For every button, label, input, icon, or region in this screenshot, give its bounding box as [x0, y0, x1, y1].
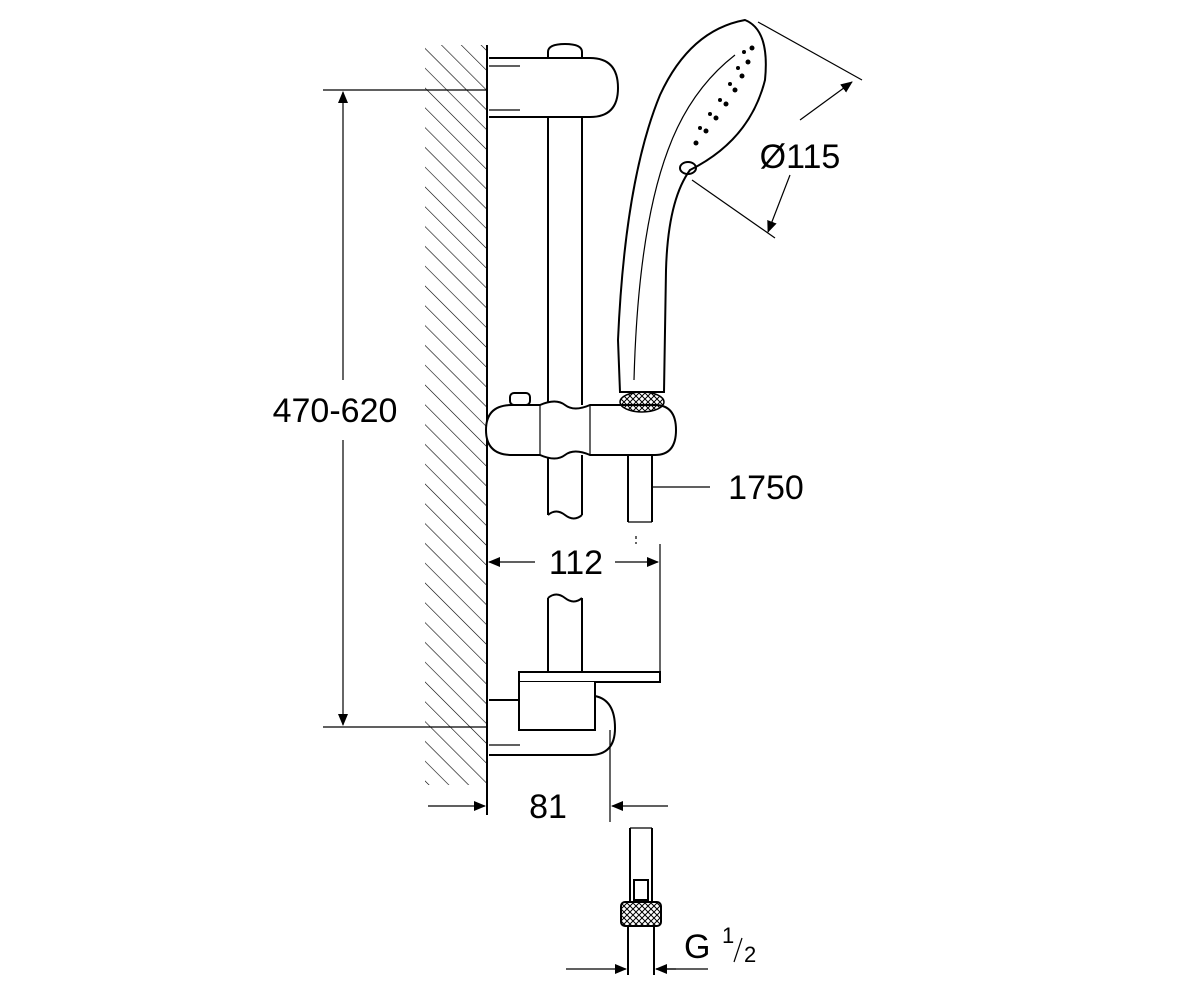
bar-spacing-label: 112 — [549, 544, 603, 582]
thread-denominator-label: 2 — [744, 942, 756, 967]
thread-numerator-label: 1 — [722, 923, 734, 948]
diameter-dimension: Ø115 — [691, 21, 863, 239]
thread-dimension: G 1 2 — [566, 923, 756, 974]
wall — [425, 45, 488, 815]
spacing-dimension: 112 — [488, 536, 661, 672]
hose-length-label: 1750 — [728, 469, 804, 507]
hose-lower — [620, 827, 662, 975]
thread-main-label: G — [684, 928, 710, 966]
spray-nozzles — [693, 45, 755, 146]
diameter-label: Ø115 — [760, 138, 841, 176]
bottom-wall-bracket — [489, 671, 661, 756]
height-dimension: 470-620 — [273, 89, 487, 728]
wall-offset-dimension: 81 — [428, 730, 668, 826]
wall-offset-label: 81 — [529, 788, 567, 826]
hose-length-callout: 1750 — [652, 469, 804, 507]
riser-rail — [547, 117, 583, 672]
hose-upper — [627, 455, 653, 523]
hand-shower — [616, 18, 767, 413]
height-range-label: 470-620 — [273, 392, 398, 430]
sliding-holder — [484, 392, 678, 460]
top-wall-bracket — [489, 42, 620, 118]
